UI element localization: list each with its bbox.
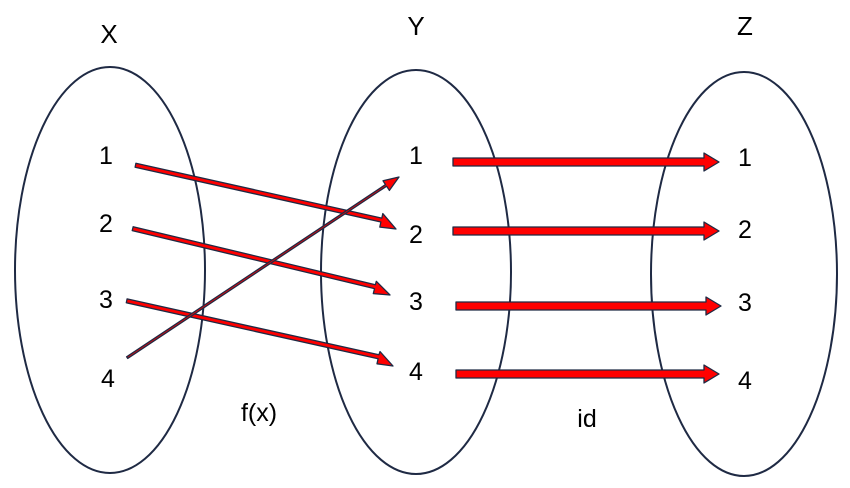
arrow-id-y4-to-z4 [455,364,720,384]
set-z-element-2: 2 [738,216,752,244]
arrow-id-y3-to-z3 [455,296,722,316]
set-y-element-3: 3 [409,288,423,316]
arrow-id-y2-to-z2 [452,221,720,241]
set-z-ellipse [650,71,838,477]
set-z-element-1: 1 [738,144,752,172]
set-y-element-4: 4 [409,358,423,386]
set-y-title: Y [407,11,424,41]
set-y-ellipse [320,69,512,475]
arrow-f-x1-to-y2 [134,162,397,230]
mapping-label-f: f(x) [241,399,277,427]
set-x-ellipse [14,66,206,474]
arrow-id-y1-to-z1 [452,152,720,172]
set-x-element-3: 3 [99,286,113,314]
arrow-f-x2-to-y3 [131,226,391,296]
set-y-element-2: 2 [409,221,423,249]
set-y-element-1: 1 [409,142,423,170]
set-x-element-1: 1 [99,142,113,170]
set-z-element-4: 4 [738,367,752,395]
mapping-label-id: id [577,405,596,433]
set-z-element-3: 3 [738,289,752,317]
set-x-title: X [100,19,117,49]
arrow-f-x4-to-y1 [125,176,400,360]
set-x-element-2: 2 [99,210,113,238]
set-x-element-4: 4 [101,365,115,393]
set-z-title: Z [737,11,753,41]
